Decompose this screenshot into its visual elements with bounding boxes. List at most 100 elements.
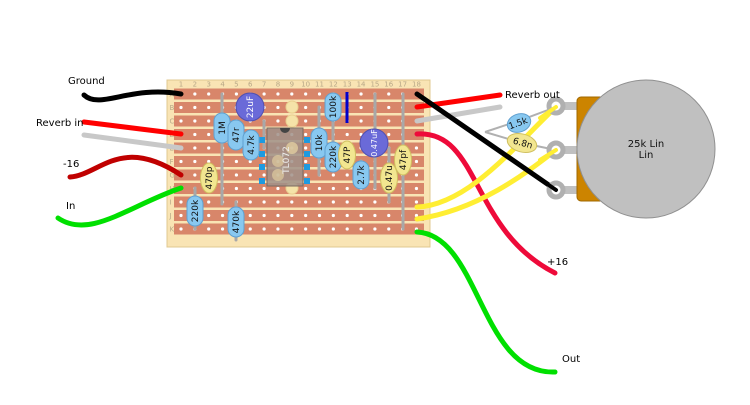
resistor-2k7: 2.7k [352,160,370,190]
hole [193,146,197,150]
hole [234,186,238,191]
wire-reverb-in [81,119,184,137]
ic-label: TL072 [282,146,292,175]
hole [276,227,280,231]
hole [304,146,308,150]
hole [331,173,335,177]
column-label: 1 [179,81,183,89]
hole [317,227,322,231]
hole [414,186,419,191]
label-reverb-out: Reverb out [505,90,560,101]
strip-row-A [174,88,424,100]
hole [207,146,211,150]
hole [387,213,391,218]
hole [345,200,349,204]
hole [207,92,211,96]
svg-text:470k: 470k [232,210,242,233]
column-label: 17 [398,81,407,89]
hole [193,119,197,123]
hole [290,213,294,218]
hole [179,227,183,231]
row-label: J [169,212,172,220]
wire-reverb-out-shield [414,104,503,124]
column-label: 2 [193,81,197,89]
hole [317,186,322,191]
hole [276,213,280,218]
wire-reverb-in-shield [81,132,184,151]
strip-row-K [174,223,424,235]
pot-knob [576,79,716,219]
cap-6n8: 6.8n [506,132,538,154]
hole [304,200,308,204]
label-reverb-in: Reverb in [36,118,83,129]
hole [414,173,419,177]
strip-row-B [174,102,424,113]
hole [331,200,335,204]
column-label: 5 [234,81,238,89]
hole [248,213,252,218]
hole [179,119,183,123]
svg-text:220k: 220k [191,199,201,222]
wire-in [55,185,184,228]
resistor-220k-a: 220k [186,195,204,227]
hole [304,159,308,164]
hole [304,92,308,96]
column-label: 12 [329,81,338,89]
svg-text:220k: 220k [329,145,339,168]
svg-text:47P: 47P [343,146,353,163]
row-label: G [170,172,175,180]
hole [193,132,197,137]
cap-047u-b: 0.47u [380,162,398,194]
pot-value: 25k Lin [628,139,664,150]
jumper-pad [285,114,299,128]
label-in: In [66,201,75,212]
hole [304,213,308,218]
resistor-47r: 47r [227,119,245,151]
hole [193,173,197,177]
ic-tl072: TL072 [259,127,310,187]
hole [331,213,335,218]
wire-yellow-2 [414,147,559,222]
label-plus16: +16 [547,257,568,268]
column-label: 14 [357,81,366,89]
hole [387,92,391,96]
column-label: 11 [315,81,324,89]
row-label: B [170,104,175,112]
hole [359,119,363,123]
cap-47pf: 47pf [394,144,412,176]
hole [359,213,363,218]
hole [276,186,280,191]
hole [345,227,349,231]
column-label: 9 [290,81,294,89]
wire-black-pot [414,91,559,193]
cap-047uf-a: 0.47uF [359,128,389,158]
hole [262,213,266,218]
hole [207,159,211,164]
resistor-10k: 10k [310,127,328,159]
hole [193,105,197,110]
strip-row-H [174,183,424,194]
hole [179,159,183,164]
svg-text:1M: 1M [218,121,228,135]
hole [373,200,377,204]
hole [276,92,280,96]
column-label: 18 [412,81,421,89]
column-label: 16 [384,81,393,89]
wire-out [414,229,558,375]
hole [193,159,197,164]
jumper-pad [285,100,299,114]
hole [179,105,183,110]
hole [262,186,266,191]
hole [207,213,211,218]
svg-text:47r: 47r [232,127,242,142]
wires-right [414,91,559,375]
row-label: I [170,199,172,207]
label-minus16: -16 [63,159,79,170]
hole [304,227,308,231]
hole [179,213,183,218]
hole [359,227,363,231]
hole [248,227,252,231]
hole [414,159,419,164]
hole [262,227,266,231]
svg-text:0.47u: 0.47u [385,165,395,191]
